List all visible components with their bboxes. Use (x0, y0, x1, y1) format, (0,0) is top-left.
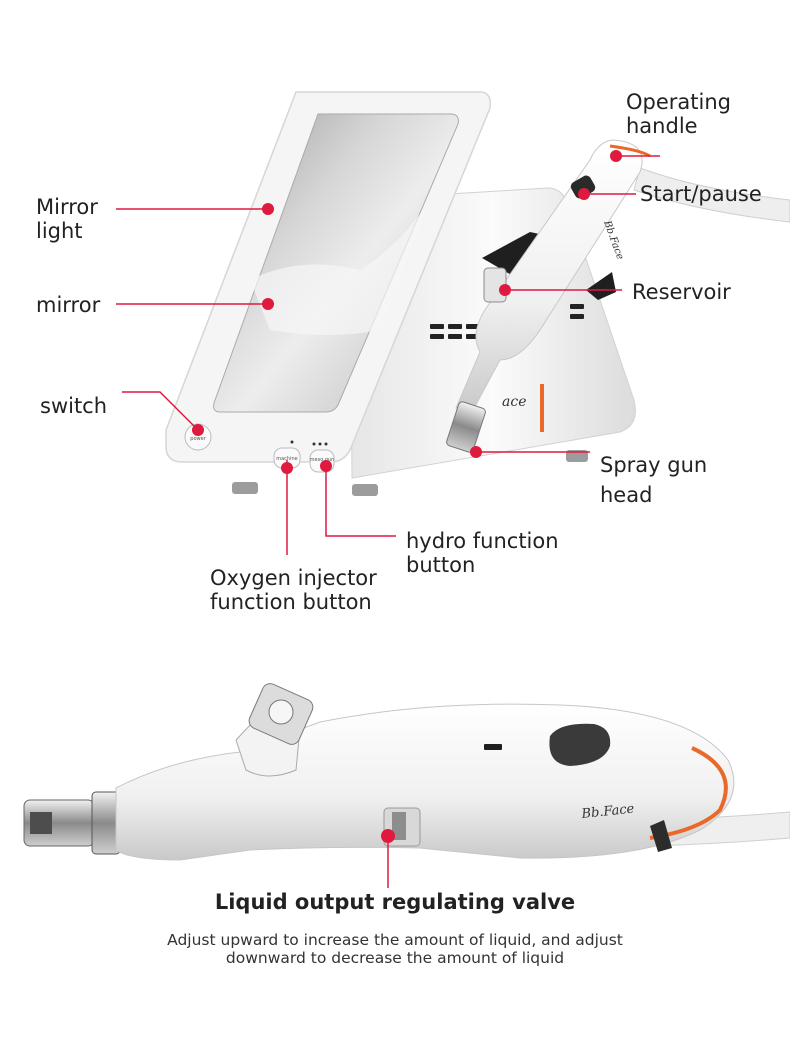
label-line: Spray gun (600, 453, 708, 477)
description-line: Adjust upward to increase the amount of … (167, 931, 623, 949)
valve-description: Adjust upward to increase the amount of … (0, 931, 790, 967)
mirror-glass (213, 113, 459, 413)
label-mirror: mirror (36, 293, 101, 317)
device-foot (566, 450, 588, 462)
label-start-pause: Start/pause (640, 182, 762, 206)
label-line: light (36, 219, 83, 243)
body-brand-mark: ace (502, 394, 526, 410)
hydro-button-text: meso gun (310, 457, 335, 463)
label-line: function button (210, 590, 372, 614)
label-line: button (406, 553, 476, 577)
marker-reservoir (499, 284, 511, 296)
handpiece-accent-stripe (649, 746, 728, 840)
marker-regulating-valve (381, 829, 395, 843)
marker-spray-gun-head (470, 446, 482, 458)
description-line: downward to decrease the amount of liqui… (225, 949, 565, 967)
label-line: Mirror (36, 195, 98, 219)
spray-gun-head (446, 401, 486, 453)
label-line: Oxygen injector (210, 566, 377, 590)
callout-markers (192, 150, 622, 843)
label-line: head (600, 483, 653, 507)
marker-mirror-light (262, 203, 274, 215)
label-mirror-light: Mirror light (36, 195, 98, 243)
marker-switch (192, 424, 204, 436)
marker-oxygen-button (281, 462, 293, 474)
power-switch-text: power (190, 436, 206, 442)
handpiece-button[interactable] (549, 723, 611, 766)
label-reservoir: Reservoir (632, 280, 731, 304)
label-line: handle (626, 114, 698, 138)
device-foot (232, 482, 258, 494)
pen-holder-right (586, 272, 616, 300)
accent-stripe (540, 384, 544, 432)
mirror-reflection (250, 200, 430, 335)
indicator-dots (290, 440, 328, 446)
label-line: Operating (626, 90, 731, 114)
label-operating-handle: Operating handle (626, 90, 731, 138)
valve-title: Liquid output regulating valve (214, 890, 576, 914)
device-foot (352, 484, 378, 496)
handle-brand-mark: Bb.Face (601, 218, 626, 261)
marker-mirror (262, 298, 274, 310)
callout-lines (116, 155, 660, 888)
marker-hydro-button (320, 460, 332, 472)
handle-hose (633, 167, 790, 223)
handle-accent-stripe (609, 144, 651, 158)
label-hydro-button: hydro function button (406, 529, 559, 577)
label-switch: switch (40, 394, 108, 418)
marker-start-pause (578, 188, 590, 200)
indicator-window (484, 744, 502, 750)
label-oxygen-button: Oxygen injector function button (210, 566, 377, 614)
cable-clip (650, 820, 672, 852)
handpiece-body (115, 703, 735, 861)
nozzle-slot (30, 812, 52, 834)
marker-operating-handle (610, 150, 622, 162)
label-spray-gun-head: Spray gun head (600, 450, 707, 510)
handpiece-brand-mark: Bb.Face (580, 802, 635, 823)
injector-cap-ring (268, 699, 294, 725)
valve-wheel[interactable] (392, 812, 406, 840)
label-line: hydro function (406, 529, 559, 553)
oxygen-button-text: machine (276, 456, 298, 462)
